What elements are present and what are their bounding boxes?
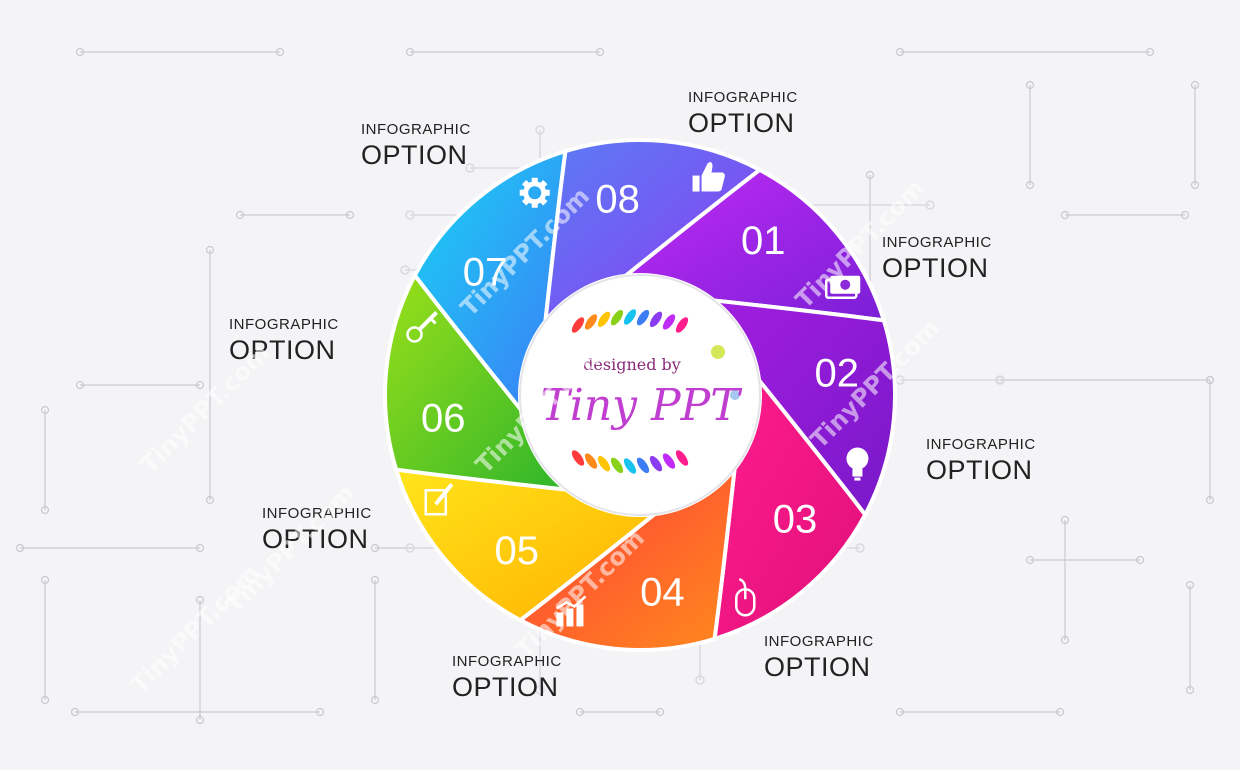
label-07-big: OPTION: [229, 335, 336, 365]
label-01-small: INFOGRAPHIC: [688, 89, 798, 106]
key-icon: [406, 311, 438, 343]
segment-04-number: 04: [640, 571, 685, 615]
label-06: INFOGRAPHIC OPTION: [262, 505, 372, 555]
label-02-small: INFOGRAPHIC: [882, 234, 992, 251]
edit-icon: [424, 483, 454, 516]
segment-08-number: 08: [595, 177, 640, 221]
label-03-small: INFOGRAPHIC: [926, 436, 1036, 453]
label-07-small: INFOGRAPHIC: [229, 316, 339, 333]
mouse-icon: [735, 578, 756, 617]
segment-06-number: 06: [421, 396, 466, 440]
background-circuit-lines: [15, 47, 1215, 725]
label-05-small: INFOGRAPHIC: [452, 653, 562, 670]
segment-02-number: 02: [814, 352, 859, 396]
label-06-big: OPTION: [262, 524, 369, 554]
label-02: INFOGRAPHIC OPTION: [882, 234, 992, 284]
label-08-big: OPTION: [361, 140, 468, 170]
money-icon: [824, 275, 861, 299]
label-01: INFOGRAPHIC OPTION: [688, 89, 798, 139]
center-title: Tiny PPT: [540, 380, 743, 431]
label-03-big: OPTION: [926, 455, 1033, 485]
label-06-small: INFOGRAPHIC: [262, 505, 372, 522]
segment-03-number: 03: [773, 497, 818, 541]
label-03: INFOGRAPHIC OPTION: [926, 436, 1036, 486]
segment-07-number: 07: [463, 251, 508, 295]
gear-icon: [519, 177, 550, 208]
segment-01-number: 01: [741, 219, 786, 263]
label-05-big: OPTION: [452, 672, 559, 702]
lightbulb-icon: [846, 447, 869, 481]
segment-06: 06: [383, 271, 573, 493]
label-08: INFOGRAPHIC OPTION: [361, 121, 471, 171]
thumbs-up-icon: [692, 161, 725, 192]
segment-05-number: 05: [494, 529, 539, 573]
label-07: INFOGRAPHIC OPTION: [229, 316, 339, 366]
segment-08: 08: [542, 138, 764, 328]
label-04-big: OPTION: [764, 652, 871, 682]
segment-05: 05: [393, 467, 662, 623]
label-02-big: OPTION: [882, 253, 989, 283]
label-05: INFOGRAPHIC OPTION: [452, 653, 562, 703]
center-subtitle: designed by: [583, 355, 681, 374]
leaf-wreath-icon: [571, 309, 740, 474]
label-08-small: INFOGRAPHIC: [361, 121, 471, 138]
label-04-small: INFOGRAPHIC: [764, 633, 874, 650]
label-01-big: OPTION: [688, 108, 795, 138]
label-04: INFOGRAPHIC OPTION: [764, 633, 874, 683]
chart-icon: [555, 595, 587, 627]
